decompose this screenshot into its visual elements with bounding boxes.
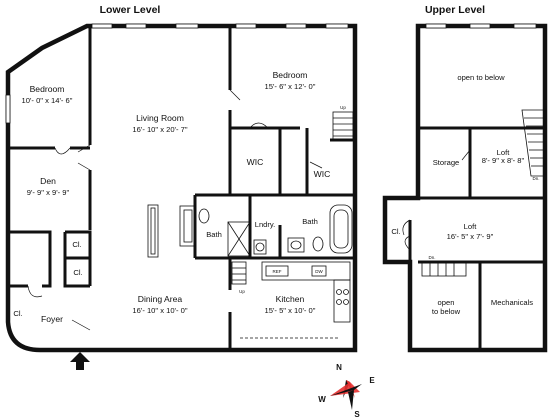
closet-1-label: Cl.: [72, 240, 81, 249]
bedroom-main-dims: 15'- 6" x 12'- 0": [265, 82, 316, 91]
stair-down-upper: [521, 109, 546, 177]
loft-big-name: Loft: [464, 222, 478, 231]
loft-small-name: Loft: [497, 148, 511, 157]
upper-closet-label: Cl.: [391, 227, 400, 236]
living-room-name: Living Room: [136, 113, 184, 123]
bedroom-left-name: Bedroom: [30, 84, 65, 94]
stair-dn-label-2: Dn.: [428, 255, 435, 260]
compass-e-label: E: [369, 376, 375, 385]
loft-big-dims: 16'- 5" x 7'- 9": [447, 232, 494, 241]
appliance-dw-label: DW: [315, 269, 323, 274]
den-dims: 9'- 9" x 9'- 9": [27, 188, 70, 197]
entry-arrow-icon: [70, 352, 90, 370]
lower-level-title: Lower Level: [100, 4, 161, 16]
compass-s-label: S: [354, 410, 360, 419]
storage-label: Storage: [433, 158, 460, 167]
bedroom-main-name: Bedroom: [273, 70, 308, 80]
dining-area-name: Dining Area: [138, 294, 183, 304]
closet-2-label: Cl.: [73, 268, 82, 277]
stair-up-label-1: Up: [340, 105, 346, 110]
kitchen-name: Kitchen: [276, 294, 305, 304]
bedroom-left-dims: 10'- 0" x 14'- 6": [22, 96, 73, 105]
den-name: Den: [40, 176, 56, 186]
open-to-below-bottom-2: to below: [432, 307, 461, 316]
compass-n-label: N: [336, 363, 342, 372]
bath-2-label: Bath: [302, 217, 318, 226]
upper-level-title: Upper Level: [425, 4, 485, 16]
stair-dn-label-1: Dn.: [532, 176, 539, 181]
stair-up-bedroom: [332, 111, 354, 141]
wic-2-label: WIC: [314, 169, 331, 179]
living-room-dims: 16'- 10" x 20'- 7": [132, 125, 187, 134]
closet-3-label: Cl.: [13, 309, 22, 318]
laundry-label: Lndry.: [255, 220, 276, 229]
stair-up-label-2: Up: [239, 289, 245, 294]
compass-w-label: W: [318, 395, 326, 404]
wic-1-label: WIC: [247, 157, 264, 167]
mechanicals-label: Mechanicals: [491, 298, 533, 307]
compass-rose-icon: N E S W: [318, 363, 375, 419]
upper-level-plan: open to below Storage Loft 8'- 9" x 8'- …: [382, 23, 548, 353]
kitchen-dims: 15'- 5" x 10'- 0": [265, 306, 316, 315]
bath-1-label: Bath: [206, 230, 222, 239]
open-to-below-bottom-1: open: [438, 298, 455, 307]
foyer-label: Foyer: [41, 314, 63, 324]
stair-down-lower: [421, 261, 467, 277]
appliance-ref-label: REF: [273, 269, 282, 274]
open-to-below-top: open to below: [457, 73, 505, 82]
dining-area-dims: 16'- 10" x 10'- 0": [132, 306, 187, 315]
lower-level-plan: Bedroom 10'- 0" x 14'- 6" Living Room 16…: [5, 23, 358, 370]
loft-small-dims: 8'- 9" x 8'- 8": [482, 156, 525, 165]
